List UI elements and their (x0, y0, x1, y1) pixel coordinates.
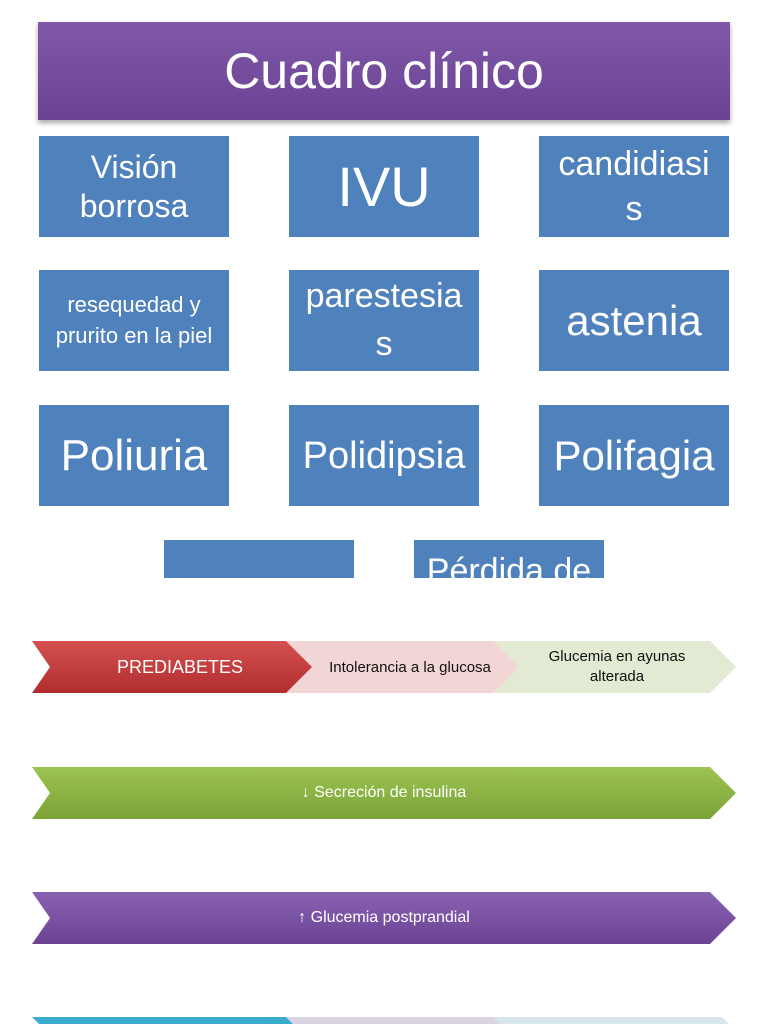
arrow-shape (32, 1017, 729, 1024)
symptom-poliuria: Poliuria (39, 405, 229, 506)
chevron-glucemia-ayunas-shape (493, 641, 736, 693)
chevron-intolerancia: Intolerancia a la glucosa (310, 641, 510, 693)
symptom-label: Pérdida de (426, 552, 592, 578)
slide-title: Cuadro clínico (224, 43, 544, 99)
slide-cuadro-clinico: Cuadro clínico Visión borrosa IVU candid… (38, 22, 730, 578)
arrow-shape (32, 892, 736, 944)
chevron-prediabetes: PREDIABETES (52, 641, 308, 693)
arrow-label-container: ↓ Secreción de insulina (32, 767, 736, 819)
symptom-resequedad-prurito: resequedad y prurito en la piel (39, 270, 229, 371)
symptom-candidiasis: candidiasis (539, 136, 729, 237)
process-chevrons (32, 641, 736, 693)
symptom-label: IVU (337, 155, 431, 218)
symptom-label: candidiasis (558, 145, 710, 228)
symptom-label: Visión borrosa (79, 149, 189, 224)
chevron-label: Glucemia en ayunas alterada (548, 647, 686, 685)
symptom-astenia: astenia (539, 270, 729, 371)
symptom-parestesias: parestesias (289, 270, 479, 371)
symptom-label: Polifagia (553, 431, 715, 479)
symptom-ivu: IVU (289, 136, 479, 237)
symptom-label: Polidipsia (302, 435, 466, 477)
arrow-label-container: ↑ Glucemia postprandial (32, 892, 736, 944)
symptom-label: Poliuria (60, 430, 208, 480)
arrow-shape (32, 767, 736, 819)
chevron-glucemia-ayunas: Glucemia en ayunas alterada (527, 641, 707, 693)
prediabetes-process: PREDIABETES Intolerancia a la glucosa Gl… (32, 641, 736, 693)
chevron-label: PREDIABETES (116, 656, 244, 677)
symptom-polidipsia: Polidipsia (289, 405, 479, 506)
arrow-label: ↑ Glucemia postprandial (298, 909, 470, 926)
symptom-label: astenia (566, 296, 702, 344)
chevron-intolerancia-shape (286, 641, 519, 693)
chevron-prediabetes-shape (32, 641, 312, 693)
arrow-label: ↓ Secreción de insulina (301, 784, 467, 801)
slide-title-bar: Cuadro clínico (38, 22, 730, 120)
symptom-label: resequedad y prurito en la piel (55, 291, 213, 348)
chevron-label: Intolerancia a la glucosa (329, 658, 491, 676)
partial-bottom-arrow (32, 1017, 736, 1024)
symptom-label: parestesias (305, 276, 463, 363)
symptom-polifagia: Polifagia (539, 405, 729, 506)
symptom-vision-borrosa: Visión borrosa (39, 136, 229, 237)
symptom-partial-left (164, 540, 354, 578)
symptom-perdida-de-peso: Pérdida de (414, 540, 604, 578)
secrecion-insulina-arrow: ↓ Secreción de insulina (32, 767, 736, 819)
glucemia-postprandial-arrow: ↑ Glucemia postprandial (32, 892, 736, 944)
